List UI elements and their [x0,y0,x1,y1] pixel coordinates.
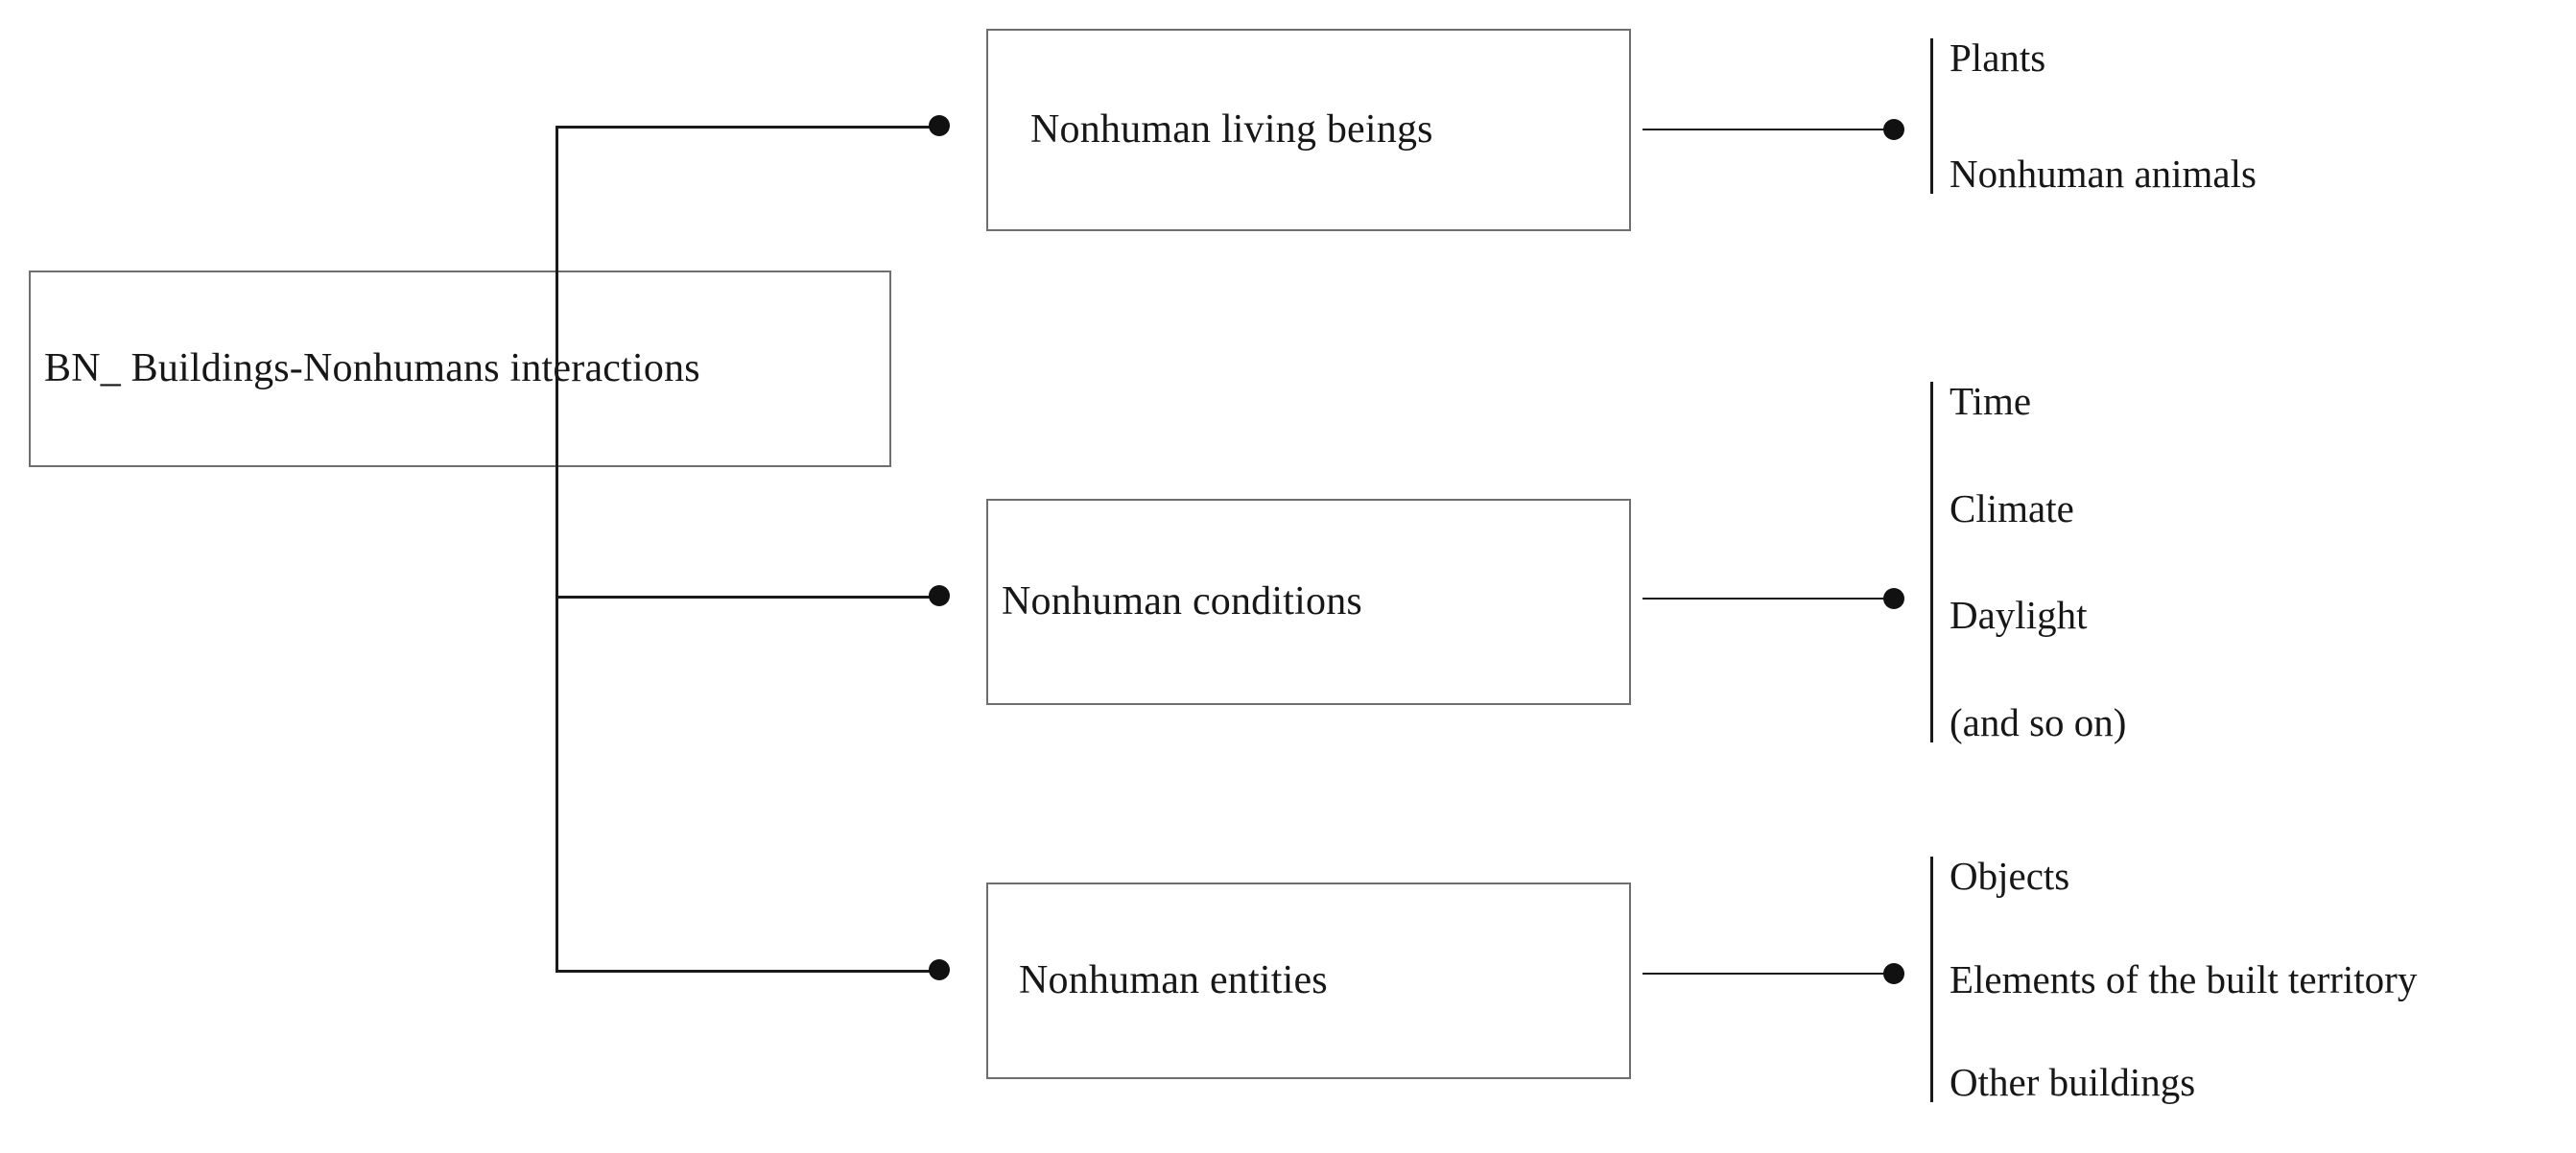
node-nonhuman-entities[interactable]: Nonhuman entities [986,882,1631,1079]
branch-line-living [555,126,939,129]
node-nonhuman-living-beings[interactable]: Nonhuman living beings [986,29,1631,231]
node-living-label: Nonhuman living beings [1030,107,1433,153]
branch-line-conditions [555,596,939,599]
node-entities-label: Nonhuman entities [1019,958,1328,1003]
leaf-list-entities: Objects Elements of the built territory … [1950,857,2417,1102]
leaf-list-conditions: Time Climate Daylight (and so on) [1950,382,2126,742]
branch-dot-conditions [929,585,950,606]
leaf-item[interactable]: Climate [1950,485,2074,530]
leaf-dot-entities [1883,963,1904,984]
node-root-bn-buildings-nonhumans-interactions[interactable]: BN_ Buildings-Nonhumans interactions [29,271,891,467]
branch-dot-entities [929,959,950,980]
leaf-group-bracket-entities [1930,857,1933,1102]
leaf-item[interactable]: Other buildings [1950,1060,2196,1104]
connector-line-living-leaves [1642,129,1890,130]
connector-line-conditions-leaves [1642,598,1890,600]
leaf-item[interactable]: Time [1950,379,2032,423]
leaf-group-bracket-living [1930,38,1933,194]
leaf-item[interactable]: Plants [1950,35,2046,80]
node-conditions-label: Nonhuman conditions [1002,579,1362,624]
trunk-vertical-line [555,126,558,973]
leaf-dot-living [1883,119,1904,140]
leaf-group-bracket-conditions [1930,382,1933,742]
branch-line-entities [555,970,939,973]
leaf-item[interactable]: (and so on) [1950,699,2127,744]
leaf-item[interactable]: Nonhuman animals [1950,152,2257,196]
branch-dot-living [929,115,950,136]
node-nonhuman-conditions[interactable]: Nonhuman conditions [986,499,1631,705]
leaf-dot-conditions [1883,588,1904,609]
leaf-item[interactable]: Elements of the built territory [1950,956,2418,1001]
node-root-label: BN_ Buildings-Nonhumans interactions [44,346,700,391]
leaf-list-living: Plants Nonhuman animals [1950,38,2257,194]
leaf-item[interactable]: Daylight [1950,593,2088,638]
leaf-item[interactable]: Objects [1950,854,2070,898]
connector-line-entities-leaves [1642,973,1890,975]
